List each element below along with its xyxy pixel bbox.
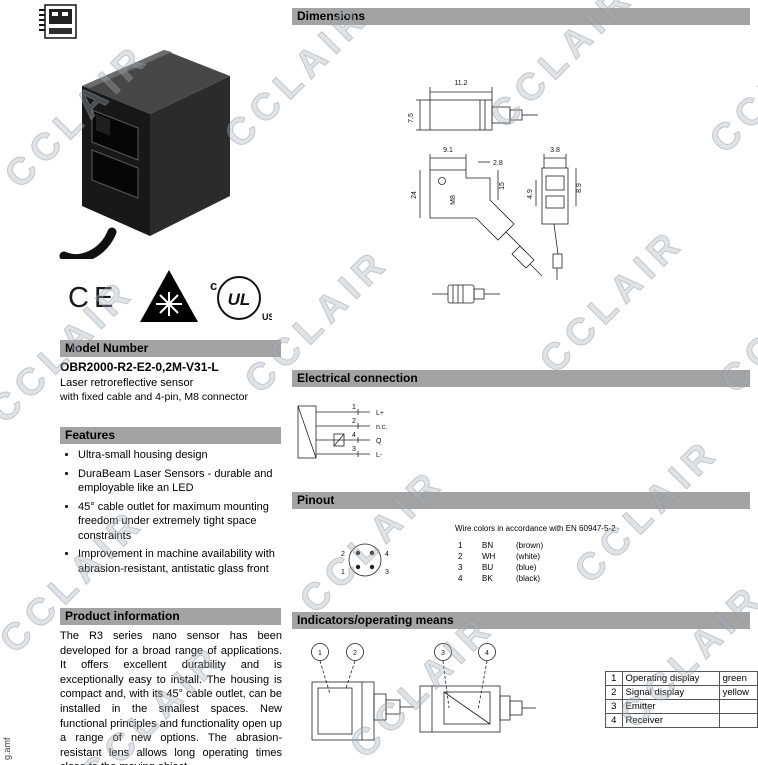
pin-num: 3: [352, 446, 356, 453]
indicator-row: 3 Emitter: [605, 699, 758, 714]
pin-num: 2: [352, 418, 356, 425]
product-information-header: Product information: [60, 608, 281, 625]
indicators-table: 1 Operating display green 2 Signal displ…: [605, 671, 758, 728]
dim-front-view: 3.8 8.9 4.9: [527, 147, 583, 280]
ul-us-label: US: [262, 312, 272, 322]
indicator-color: [718, 713, 758, 728]
indicators-drawing: 1 2 3 4: [311, 643, 536, 741]
wire-color: (white): [516, 552, 541, 561]
pinout-header: Pinout: [292, 492, 750, 509]
wire-row: 4 BK (black): [458, 573, 668, 584]
dim-label: 11.2: [454, 80, 467, 87]
wire-code: BU: [482, 563, 494, 572]
indicator-label: Emitter: [621, 699, 720, 714]
wire-color: (brown): [516, 541, 544, 550]
indicator-num: 4: [605, 713, 623, 728]
callout-number: 3: [441, 650, 445, 657]
wire-row: 1 BN (brown): [458, 540, 668, 551]
model-desc-line1: Laser retroreflective sensor: [60, 377, 194, 389]
pinout-pin-number: 1: [341, 569, 345, 576]
indicators-header: Indicators/operating means: [292, 612, 750, 629]
dimensions-header: Dimensions: [292, 8, 750, 25]
wire-pin: 4: [458, 574, 463, 583]
wire-color-table: 1 BN (brown) 2 WH (white) 3 BU (blue) 4 …: [458, 540, 668, 584]
product-thumbnail-icon: [39, 4, 77, 39]
dim-label: M8: [450, 195, 457, 205]
feature-item: Ultra-small housing design: [78, 448, 284, 463]
wire-code: BK: [482, 574, 493, 583]
ce-mark: CE: [68, 282, 119, 314]
wire-color: (black): [516, 574, 541, 583]
pinout-pin-number: 2: [341, 551, 345, 558]
product-photo: [59, 50, 230, 259]
wire-pin: 3: [458, 563, 463, 572]
dim-label: 8.9: [576, 183, 583, 193]
dimensions-drawing: 11.2 7.5 9.1 2.8 M8 15 24: [408, 80, 583, 304]
feature-item: Improvement in machine availability with…: [78, 547, 284, 576]
wire-code: WH: [482, 552, 496, 561]
pin-label: L+: [376, 410, 384, 417]
pin-num: 1: [352, 404, 356, 411]
dim-label: 24: [411, 191, 418, 199]
wire-row: 3 BU (blue): [458, 562, 668, 573]
pin-label: n.c.: [376, 424, 387, 431]
indicator-color: yellow: [718, 685, 758, 700]
indicator-num: 2: [605, 685, 623, 700]
pin-label: L-: [376, 452, 383, 459]
model-number-value: OBR2000-R2-E2-0,2M-V31-L: [60, 360, 219, 374]
indicator-label: Signal display: [621, 685, 720, 700]
indicator-color: green: [718, 671, 758, 686]
model-number-header: Model Number: [60, 340, 281, 357]
dim-connector-view: [432, 284, 500, 304]
callout-number: 4: [485, 650, 489, 657]
model-desc-line2: with fixed cable and 4-pin, M8 connector: [60, 391, 248, 403]
pinout-pin-number: 3: [385, 569, 389, 576]
pinout-pin-number: 4: [385, 551, 389, 558]
indicator-num: 1: [605, 671, 623, 686]
indicator-color: [718, 699, 758, 714]
ul-label: UL: [228, 290, 251, 309]
dim-label: 7.5: [408, 113, 415, 123]
wire-code: BN: [482, 541, 494, 550]
pinout-connector-face: 2 4 1 3: [341, 543, 389, 577]
wire-pin: 2: [458, 552, 463, 561]
feature-item: 45° cable outlet for maximum mounting fr…: [78, 500, 284, 544]
ul-listed-icon: c UL US: [210, 276, 272, 322]
edge-vertical-text: g.amf: [2, 737, 12, 760]
wire-pin: 1: [458, 541, 463, 550]
electrical-connection-diagram: 1 2 4 3 L+ n.c. Q L-: [297, 404, 387, 459]
dim-label: 9.1: [443, 147, 453, 154]
dim-label: 3.8: [550, 147, 560, 154]
dim-label: 15: [499, 182, 506, 190]
indicator-label: Receiver: [621, 713, 720, 728]
dim-top-view: 11.2 7.5: [408, 80, 538, 131]
feature-item: DuraBeam Laser Sensors - durable and emp…: [78, 467, 284, 496]
pin-label: Q: [376, 438, 382, 445]
features-header: Features: [60, 427, 281, 444]
callout-number: 1: [318, 650, 322, 657]
ul-c-label: c: [210, 278, 217, 293]
dim-label: 2.8: [493, 160, 503, 167]
wire-row: 2 WH (white): [458, 551, 668, 562]
callout-number: 2: [353, 650, 357, 657]
wire-colors-note: Wire colors in accordance with EN 60947-…: [455, 524, 616, 533]
dim-side-view: 9.1 2.8 M8 15 24: [411, 147, 543, 277]
dim-label: 4.9: [527, 189, 534, 199]
features-list: Ultra-small housing design DuraBeam Lase…: [60, 448, 284, 580]
indicator-row: 2 Signal display yellow: [605, 685, 758, 700]
wire-color: (blue): [516, 563, 537, 572]
indicator-row: 4 Receiver: [605, 713, 758, 728]
indicator-label: Operating display: [621, 671, 720, 686]
pin-num: 4: [352, 432, 356, 439]
indicator-num: 3: [605, 699, 623, 714]
laser-warning-icon: [140, 270, 198, 322]
electrical-connection-header: Electrical connection: [292, 370, 750, 387]
product-information-text: The R3 series nano sensor has been devel…: [60, 630, 282, 765]
indicator-row: 1 Operating display green: [605, 671, 758, 686]
